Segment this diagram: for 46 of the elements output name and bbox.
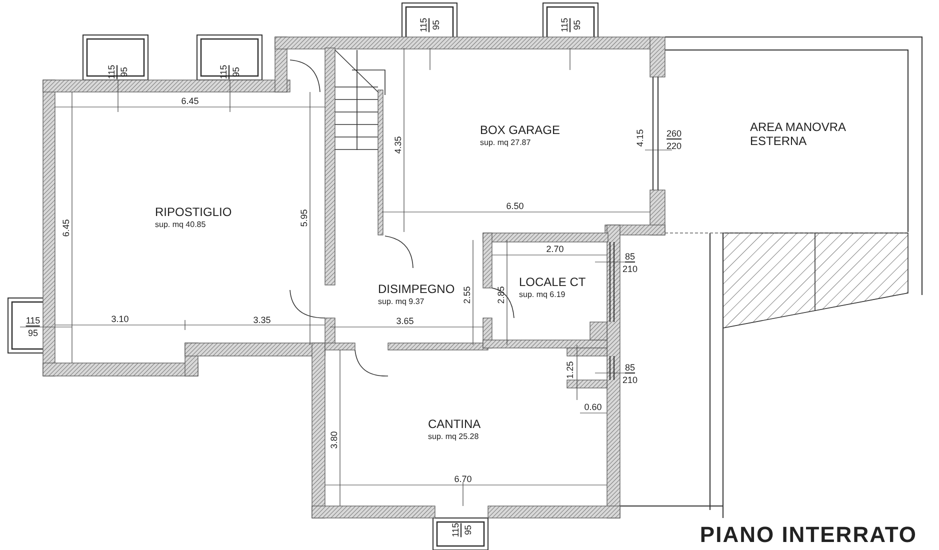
dimension-label: 210 [622,264,638,274]
dimension-label: 115 [560,18,570,32]
room-name: RIPOSTIGLIO [155,205,232,219]
room-name: LOCALE CT [519,275,586,289]
area-label: sup. mq 27.87 [480,137,532,148]
dimension-label: 220 [666,141,682,151]
plan-title: PIANO INTERRATO [700,522,917,548]
dimension-label: 95 [231,67,241,77]
dimension-label: 2.70 [546,244,564,254]
dimension-label: 3.65 [396,316,414,326]
dimension-label: 115 [418,18,430,32]
area-label: sup. mq 9.37 [378,296,426,307]
dimension-label: 95 [28,328,38,338]
room-name: AREA MANOVRA ESTERNA [750,120,847,148]
room-name: CANTINA [428,417,481,431]
dimension-label: 260 [666,128,682,140]
area-label: sup. mq 40.85 [155,219,207,230]
dimension-label: 2.55 [462,286,472,304]
dimension-label: 4.15 [635,129,645,147]
dimension-label: 2.85 [496,286,506,304]
area-label: sup. mq 25.28 [428,431,480,442]
dimension-label: 6.50 [506,201,524,211]
dimension-label: 6.45 [61,219,71,237]
dimension-label: 0.60 [584,402,602,412]
room-name: BOX GARAGE [480,123,560,137]
dimension-label: 5.95 [299,209,309,227]
dimension-label: 115 [218,64,230,80]
dimension-label: 115 [450,522,462,538]
dimension-label: 6.45 [181,96,199,106]
dimension-label: 85 [625,362,635,374]
dimension-label: 85 [625,252,635,262]
dimension-label: 115 [26,316,40,326]
dimension-label: 4.35 [393,136,403,154]
dimension-label: 3.80 [329,431,339,449]
dimension-label: 3.35 [253,315,271,325]
dimension-label: 115 [106,64,118,80]
dimension-label: 95 [119,67,129,77]
dimension-label: 210 [622,375,638,385]
dimension-label: 6.70 [454,474,472,484]
area-label: sup. mq 6.19 [519,289,566,300]
dimension-label: 95 [572,20,582,30]
dimension-label: 1.25 [565,361,575,379]
dimension-label: 3.10 [111,314,129,324]
dimension-label: 95 [431,20,441,30]
room-name: DISIMPEGNO [378,282,455,296]
dimension-label: 95 [463,525,473,535]
